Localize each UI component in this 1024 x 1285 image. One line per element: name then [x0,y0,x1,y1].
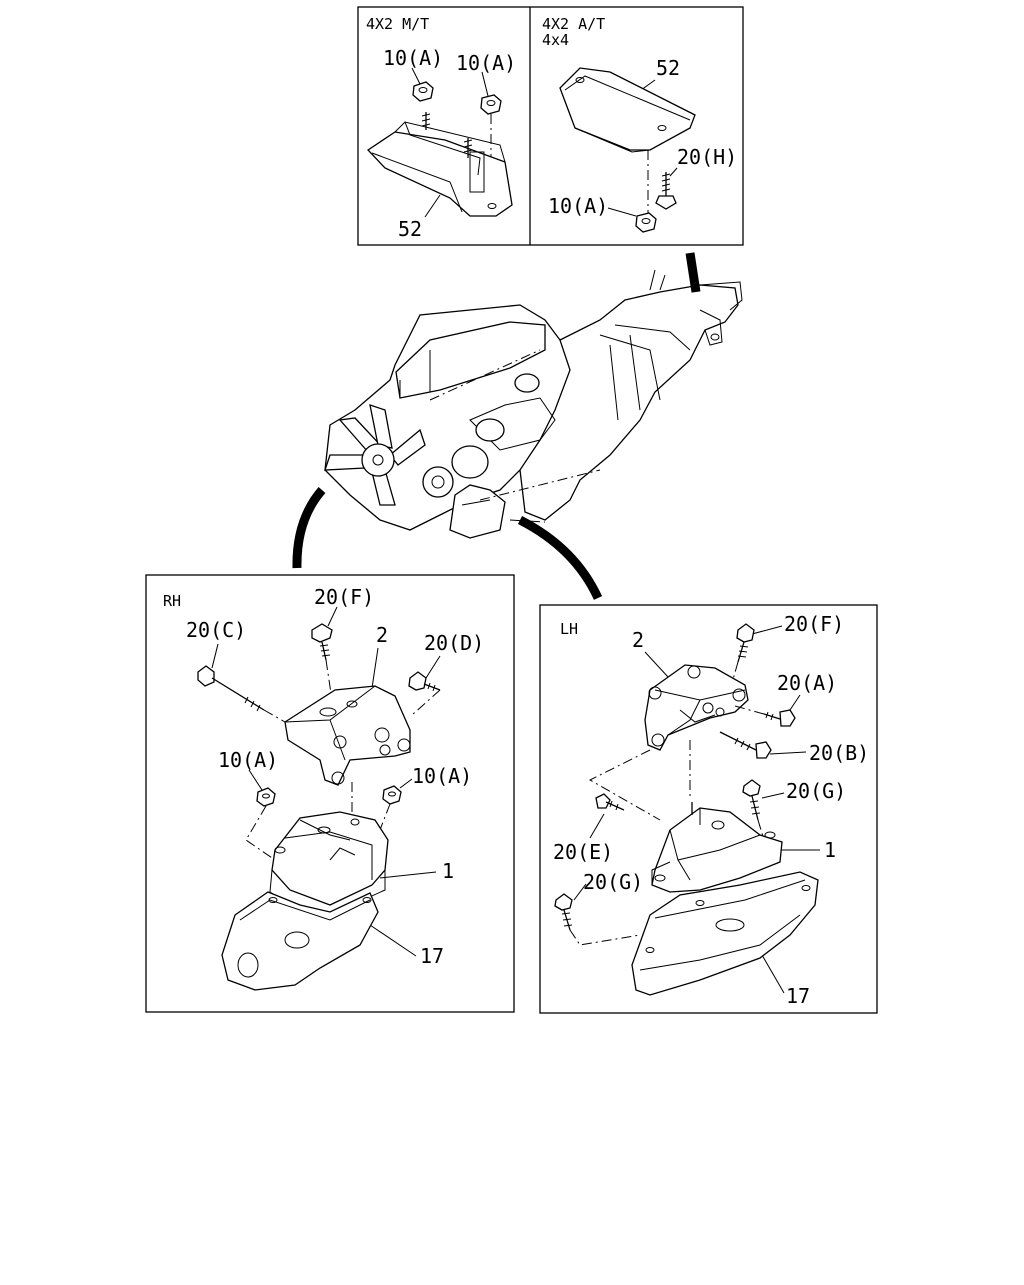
bolt-icon [736,623,755,663]
callout-20c: 20(C) [186,618,246,642]
fan-icon [324,404,426,506]
mount-plate-17-lh [631,871,819,996]
callout-10a-at: 10(A) [548,194,608,218]
bolt-icon [311,623,333,661]
leader-10a-left [411,67,421,85]
leader-20h [669,167,678,177]
callout-1-rh: 1 [442,859,454,883]
pulley-icon [422,466,454,498]
leader-10a-at [607,207,637,217]
nut-icon [382,785,402,805]
top-panel-frame [357,6,744,246]
lh-panel-frame [539,604,878,1014]
callout-17-rh: 17 [420,944,444,968]
callout-17-lh: 17 [786,984,810,1008]
arrow-to-rh-panel [292,487,326,569]
engine-bracket-2-lh [644,664,749,751]
panel-4x2-at-4x4: 4X2 A/T 4x4 52 20(H) 10(A) [542,15,737,233]
engine-transmission-assembly [324,269,743,539]
mount-bracket-52-at [559,67,696,153]
pulley-icon [451,445,489,479]
leader-10a-right [481,71,489,97]
rh-panel-frame [145,574,515,1013]
callout-20g-top: 20(G) [786,779,846,803]
mount-bracket-52-mt [366,112,513,217]
callout-20e: 20(E) [553,840,613,864]
bolt-icon [197,665,265,712]
nut-icon [635,212,657,233]
panel-header-4x2-at: 4X2 A/T [542,15,605,33]
panel-4x2-mt: 4X2 M/T 10(A) 10(A) 52 [366,15,516,241]
nut-icon [412,81,434,102]
arrow-to-top-panel [685,252,701,293]
callout-20f-rh: 20(F) [314,585,374,609]
bolt-icon [655,172,677,210]
callout-10a-rh-left: 10(A) [218,748,278,772]
panel-rh: RH 20(F) 20(C) 2 20(D) 10(A) 10(A) 1 17 [145,574,515,1013]
bolt-icon [763,709,796,727]
callout-10a-left: 10(A) [383,46,443,70]
mount-plate-17-rh [221,891,379,991]
callout-2-rh: 2 [376,623,388,647]
bolt-icon [408,671,441,692]
panel-lh: LH 2 20(F) 20(A) 20(B) 20(G) 1 20(E) 20(… [539,604,878,1014]
callout-10a-right: 10(A) [456,51,516,75]
nut-icon [256,787,276,807]
callout-20d: 20(D) [424,631,484,655]
bolt-icon [719,731,772,759]
callout-10a-rh-right: 10(A) [412,764,472,788]
leader-52-mt [424,194,441,218]
panel-header-4x2-mt: 4X2 M/T [366,15,429,33]
panel-header-rh: RH [163,592,181,610]
callout-52-mt: 52 [398,217,422,241]
valve-cover [395,321,546,399]
engine-mount-1-lh [651,802,783,893]
engine-bracket-2-rh [284,685,411,786]
callout-20a: 20(A) [777,671,837,695]
bolt-icon [554,893,573,931]
nut-icon [480,94,502,115]
callout-20f-lh: 20(F) [784,612,844,636]
top-panel [357,6,744,246]
callout-20b: 20(B) [809,741,869,765]
engine-mount-location [449,484,506,539]
callout-1-lh: 1 [824,838,836,862]
bolt-icon [742,779,761,821]
bolt-icon [595,793,625,811]
callout-2-lh: 2 [632,628,644,652]
panel-header-lh: LH [560,620,578,638]
transmission-mount-tab [699,309,723,346]
panel-header-4x4: 4x4 [542,31,569,49]
callout-20h: 20(H) [677,145,737,169]
arrow-to-lh-panel [517,515,603,600]
callout-20g-bottom: 20(G) [583,870,643,894]
callout-52-at: 52 [656,56,680,80]
